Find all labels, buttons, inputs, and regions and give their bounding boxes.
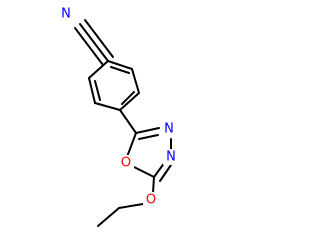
benzene-bond-top-left	[88, 60, 109, 79]
benzene-bond-top-right	[107, 60, 133, 70]
oxadiazole-c5-o1	[133, 166, 155, 178]
ring-o-label: O	[121, 156, 131, 171]
nitrile-n-atom: N	[58, 6, 74, 22]
c5-ether-bond	[152, 176, 155, 194]
ring-n2-atom: N	[163, 149, 179, 165]
ch2-ch3-bond	[97, 207, 120, 227]
nitrile-bond-1	[79, 23, 109, 62]
benzene-bond-bottom-left	[94, 102, 121, 111]
benzene-double-inner-1	[110, 66, 130, 74]
benzene-double-inner-2	[94, 80, 101, 101]
molecule-canvas: N N N O O	[58, 6, 179, 227]
ring-n1-label: N	[164, 122, 174, 137]
oxadiazole-o1-c2	[126, 132, 137, 158]
benzene-double-inner-3	[121, 91, 135, 105]
aryl-oxadiazole-bond	[119, 109, 137, 134]
ether-o-atom: O	[143, 192, 159, 208]
nitrile-bond-2	[74, 27, 104, 66]
oxadiazole-n4-c5-double	[159, 164, 172, 182]
structure-diagram: N N N O O	[58, 6, 179, 227]
ring-o-atom: O	[118, 155, 134, 171]
nitrile-n-label: N	[61, 7, 71, 22]
ring-n2-label: N	[166, 150, 176, 165]
ring-n1-atom: N	[161, 121, 177, 137]
oxadiazole-c2-n3	[135, 127, 160, 134]
ether-o-label: O	[146, 193, 156, 208]
benzene-bond-bottom-right	[119, 92, 140, 111]
oxadiazole-c2-n3-double	[138, 134, 159, 140]
ether-ch2-bond	[118, 203, 144, 209]
benzene-bond-right	[131, 68, 140, 94]
nitrile-bond-3	[84, 19, 114, 58]
benzene-bond-left	[88, 77, 96, 104]
